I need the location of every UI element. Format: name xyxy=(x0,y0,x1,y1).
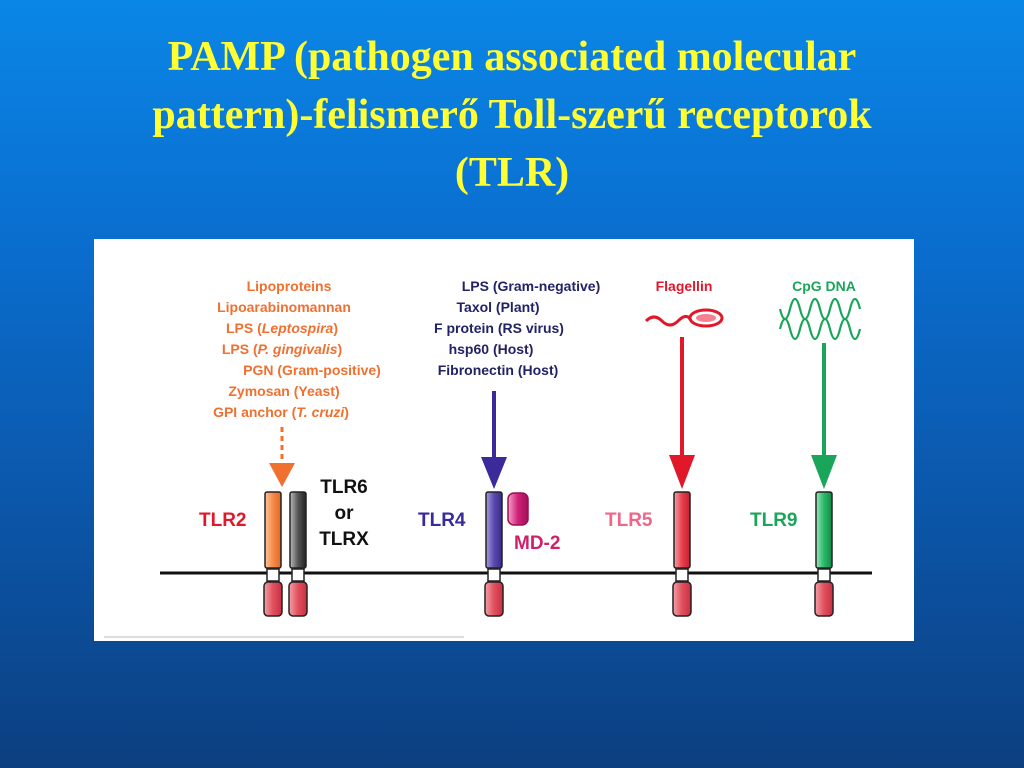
tlr2-ligand-6: GPI anchor (T. cruzi) xyxy=(213,404,349,420)
md2-protein xyxy=(507,492,529,526)
tlr2-ligand-5: Zymosan (Yeast) xyxy=(228,383,339,399)
tlr6-label-line3: TLRX xyxy=(319,529,369,550)
md2-label: MD-2 xyxy=(514,533,560,554)
tlr2-label: TLR2 xyxy=(199,510,247,531)
tlr6-receptor xyxy=(288,491,308,617)
tlr4-ligand-1: Taxol (Plant) xyxy=(457,299,540,315)
tlr2-ligand-list: Lipoproteins Lipoarabinomannan LPS (Lept… xyxy=(213,278,381,420)
tlr4-ligand-0: LPS (Gram-negative) xyxy=(462,278,600,294)
tlr2-ligand-3: LPS (P. gingivalis) xyxy=(222,341,342,357)
tlr6-label: TLR6 or TLRX xyxy=(319,477,369,550)
tlr2-ligand-2: LPS (Leptospira) xyxy=(226,320,338,336)
tlr4-ligand-4: Fibronectin (Host) xyxy=(438,362,559,378)
tlr2-ligand-1: Lipoarabinomannan xyxy=(217,299,351,315)
tlr5-arrow xyxy=(669,337,695,489)
cpg-dna-label: CpG DNA xyxy=(792,278,856,294)
tlr6-label-line2: or xyxy=(335,503,355,524)
tlr2-ligand-0: Lipoproteins xyxy=(247,278,332,294)
tlr2-receptor xyxy=(263,491,283,617)
tlr-diagram: Lipoproteins Lipoarabinomannan LPS (Lept… xyxy=(94,239,914,641)
tlr9-receptor xyxy=(814,491,834,617)
tlr-diagram-svg: Lipoproteins Lipoarabinomannan LPS (Lept… xyxy=(104,278,872,638)
tlr4-arrow xyxy=(481,391,507,489)
tlr6-label-line1: TLR6 xyxy=(320,477,368,498)
flagellin-icon xyxy=(644,308,724,328)
tlr5-label: TLR5 xyxy=(605,510,653,531)
tlr4-ligand-2: F protein (RS virus) xyxy=(434,320,564,336)
dna-icon xyxy=(778,297,862,341)
tlr2-ligand-4: PGN (Gram-positive) xyxy=(243,362,381,378)
tlr9-arrow xyxy=(811,343,837,489)
tlr4-label: TLR4 xyxy=(418,510,466,531)
tlr4-ligand-3: hsp60 (Host) xyxy=(449,341,534,357)
tlr4-receptor xyxy=(484,491,504,617)
tlr4-ligand-list: LPS (Gram-negative) Taxol (Plant) F prot… xyxy=(434,278,600,378)
tlr9-label: TLR9 xyxy=(750,510,798,531)
tlr2-arrow xyxy=(269,427,295,487)
title-line-3: (TLR) xyxy=(454,150,570,196)
title-line-2: pattern)-felismerő Toll-szerű receptorok xyxy=(152,92,872,138)
slide-title: PAMP (pathogen associated molecular patt… xyxy=(40,28,984,202)
tlr5-receptor xyxy=(672,491,692,617)
title-line-1: PAMP (pathogen associated molecular xyxy=(167,34,857,80)
flagellin-label: Flagellin xyxy=(656,278,713,294)
